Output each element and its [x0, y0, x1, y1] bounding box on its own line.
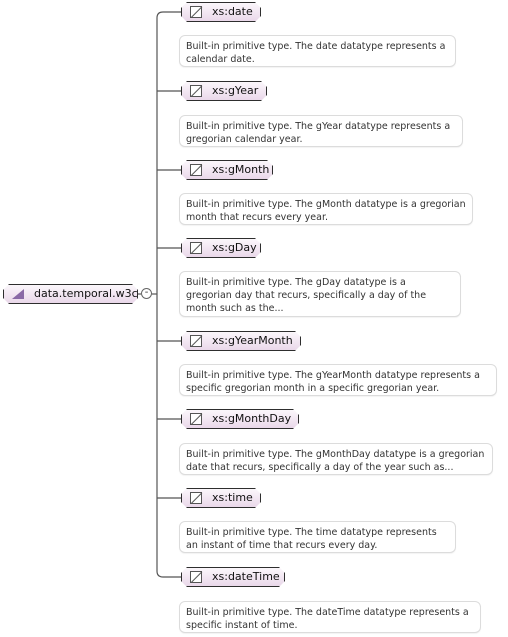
child-node-label: xs:gYearMonth	[212, 334, 293, 347]
root-label: data.temporal.w3c	[34, 287, 138, 300]
child-description: Built-in primitive type. The gYear datat…	[179, 115, 463, 147]
child-node-gday[interactable]: xs:gDay	[181, 238, 261, 258]
child-node-label: xs:date	[212, 5, 253, 18]
child-description: Built-in primitive type. The date dataty…	[179, 35, 456, 67]
simple-type-icon	[190, 85, 202, 97]
child-node-gmonth[interactable]: xs:gMonth	[181, 160, 273, 180]
child-description: Built-in primitive type. The gYearMonth …	[179, 364, 497, 396]
child-description: Built-in primitive type. The gMonth data…	[179, 193, 473, 225]
child-description: Built-in primitive type. The time dataty…	[179, 521, 456, 553]
child-node-label: xs:time	[212, 491, 253, 504]
collapse-toggle-button[interactable]: -	[141, 288, 152, 299]
child-node-label: xs:dateTime	[212, 570, 280, 583]
child-node-datetime[interactable]: xs:dateTime	[181, 567, 285, 587]
child-node-label: xs:gYear	[212, 84, 259, 97]
group-icon	[12, 289, 24, 299]
child-description: Built-in primitive type. The dateTime da…	[179, 601, 481, 633]
child-node-time[interactable]: xs:time	[181, 488, 261, 508]
simple-type-icon	[190, 242, 202, 254]
simple-type-icon	[190, 413, 202, 425]
tree-trunk	[156, 11, 181, 578]
child-node-gyear[interactable]: xs:gYear	[181, 81, 267, 101]
child-node-label: xs:gDay	[212, 241, 257, 254]
child-description: Built-in primitive type. The gMonthDay d…	[179, 443, 493, 475]
child-node-label: xs:gMonthDay	[212, 412, 292, 425]
child-node-gmonthday[interactable]: xs:gMonthDay	[181, 409, 299, 429]
child-node-label: xs:gMonth	[212, 163, 270, 176]
simple-type-icon	[190, 492, 202, 504]
simple-type-icon	[190, 164, 202, 176]
child-description: Built-in primitive type. The gDay dataty…	[179, 271, 461, 317]
root-node[interactable]: data.temporal.w3c	[3, 284, 138, 304]
child-node-date[interactable]: xs:date	[181, 2, 261, 22]
simple-type-icon	[190, 6, 202, 18]
child-node-gyearmonth[interactable]: xs:gYearMonth	[181, 331, 301, 351]
simple-type-icon	[190, 335, 202, 347]
simple-type-icon	[190, 571, 202, 583]
